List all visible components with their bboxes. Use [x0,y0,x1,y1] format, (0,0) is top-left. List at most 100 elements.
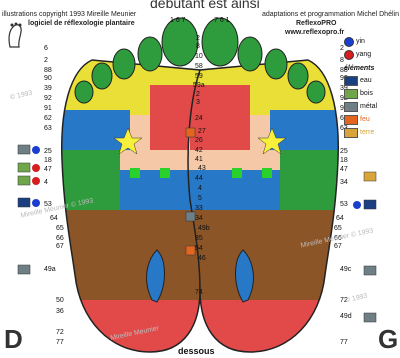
zone-number-label: 2 [196,91,200,98]
legend-elements-title: éléments [344,63,374,74]
zone-number-label: 4 [44,179,48,186]
terre-swatch-icon [344,128,358,138]
left-blue-zone [60,110,130,150]
zone-number-label: 10 [195,53,203,60]
zone-number-label: 67 [334,243,342,250]
legend-feu: feu [344,114,370,125]
legend-metal: métal [344,101,377,112]
zone-number-label: 2 [44,57,48,64]
zone-number-label: 3 [196,99,200,106]
legend-eau-label: eau [360,77,372,84]
zone-number-label: 26 [195,137,203,144]
left-yang-dot-2 [32,177,40,185]
zone-number-label: 41 [195,156,203,163]
yang-icon [344,50,354,60]
feu-marker-icon [186,128,195,137]
legend-terre-label: terre [360,129,374,136]
zone-number-label: 58 [195,63,203,70]
zone-number-label: 90 [44,75,52,82]
zone-number-label: 46 [198,255,206,262]
zone-number-label: 63 [44,125,52,132]
legend-eau: eau [344,75,372,86]
zone-number-label: 34 [340,179,348,186]
zone-number-label: 53 [340,201,348,208]
right-terre-icon [364,172,376,181]
right-green-square-2 [262,168,272,178]
zone-number-label: 72 [56,329,64,336]
legend-yin: yin [344,36,365,47]
zone-number-label: 49a [44,266,56,273]
right-toe-numbers: 7 6 1 [214,17,230,24]
legend-metal-label: métal [360,103,377,110]
zone-number-label: 5 [198,195,202,202]
left-bois-icon-2 [18,176,30,185]
zone-number-label: 39 [44,85,52,92]
metal-marker-icon [186,212,195,221]
zone-number-label: 34 [195,215,203,222]
zone-number-label: 6 [44,45,48,52]
left-metal-icon [18,145,30,154]
zone-number-label: 92 [44,95,52,102]
zone-number-label: 47 [44,166,52,173]
legend-bois-label: bois [360,90,373,97]
zone-number-label: 65 [334,225,342,232]
zone-number-label: 8 [196,43,200,50]
zone-number-label: 66 [56,235,64,242]
zone-number-label: 42 [195,147,203,154]
zone-number-label: 50 [56,297,64,304]
left-yin-dot [32,146,40,154]
zone-number-label: 88 [44,67,52,74]
side-letter-left-foot: G [378,324,398,355]
legend-bois: bois [344,88,373,99]
left-toe-numbers: 1 6 7 [170,17,186,24]
right-yin-dot [353,201,361,209]
right-metal-icon-2 [364,313,376,322]
yin-icon [344,37,354,47]
zone-number-label: 18 [44,157,52,164]
zone-number-label: 27 [198,128,206,135]
left-green-square-2 [130,168,140,178]
zone-number-label: 33 [195,205,203,212]
zone-number-label: 67 [56,243,64,250]
zone-number-label: 74 [195,289,203,296]
zone-number-label: 24 [195,115,203,122]
zone-number-label: 36 [56,308,64,315]
left-yin-dot-2 [32,199,40,207]
zone-number-label: 62 [44,115,52,122]
zone-number-label: 91 [44,105,52,112]
zone-number-label: 2 [196,35,200,42]
zone-number-label: 18 [340,157,348,164]
left-side-numbers: 6 2 88 90 39 92 91 62 63 25 18 47 4 53 6… [44,45,64,346]
zone-number-label: 47 [340,166,348,173]
metal-swatch-icon [344,102,358,112]
feu-swatch-icon [344,115,358,125]
left-green-square [160,168,170,178]
zone-number-label: 54 [195,245,203,252]
right-eau-icon [364,200,376,209]
zone-number-label: 25 [44,148,52,155]
legend-terre: terre [344,127,374,138]
legend-yin-label: yin [356,38,365,45]
left-eau-icon [18,198,30,207]
zone-number-label: 77 [56,339,64,346]
zone-number-label: 64 [336,215,344,222]
bottom-view-label: dessous [178,346,215,356]
zone-number-label: 77 [340,339,348,346]
right-metal-icon [364,266,376,275]
zone-number-label: 43 [198,165,206,172]
zone-number-label: 65 [56,225,64,232]
left-bois-icon [18,163,30,172]
zone-number-label: 59a [193,82,205,89]
side-letter-right-foot: D [4,324,23,355]
right-green-square [232,168,242,178]
legend-feu-label: feu [360,116,370,123]
left-metal-icon-2 [18,265,30,274]
legend-yang-label: yang [356,51,371,58]
left-yang-dot [32,164,40,172]
zone-number-label: 49c [340,266,352,273]
zone-number-label: 59 [195,73,203,80]
legend-yang: yang [344,49,371,60]
zone-number-label: 35 [195,235,203,242]
bois-swatch-icon [344,89,358,99]
